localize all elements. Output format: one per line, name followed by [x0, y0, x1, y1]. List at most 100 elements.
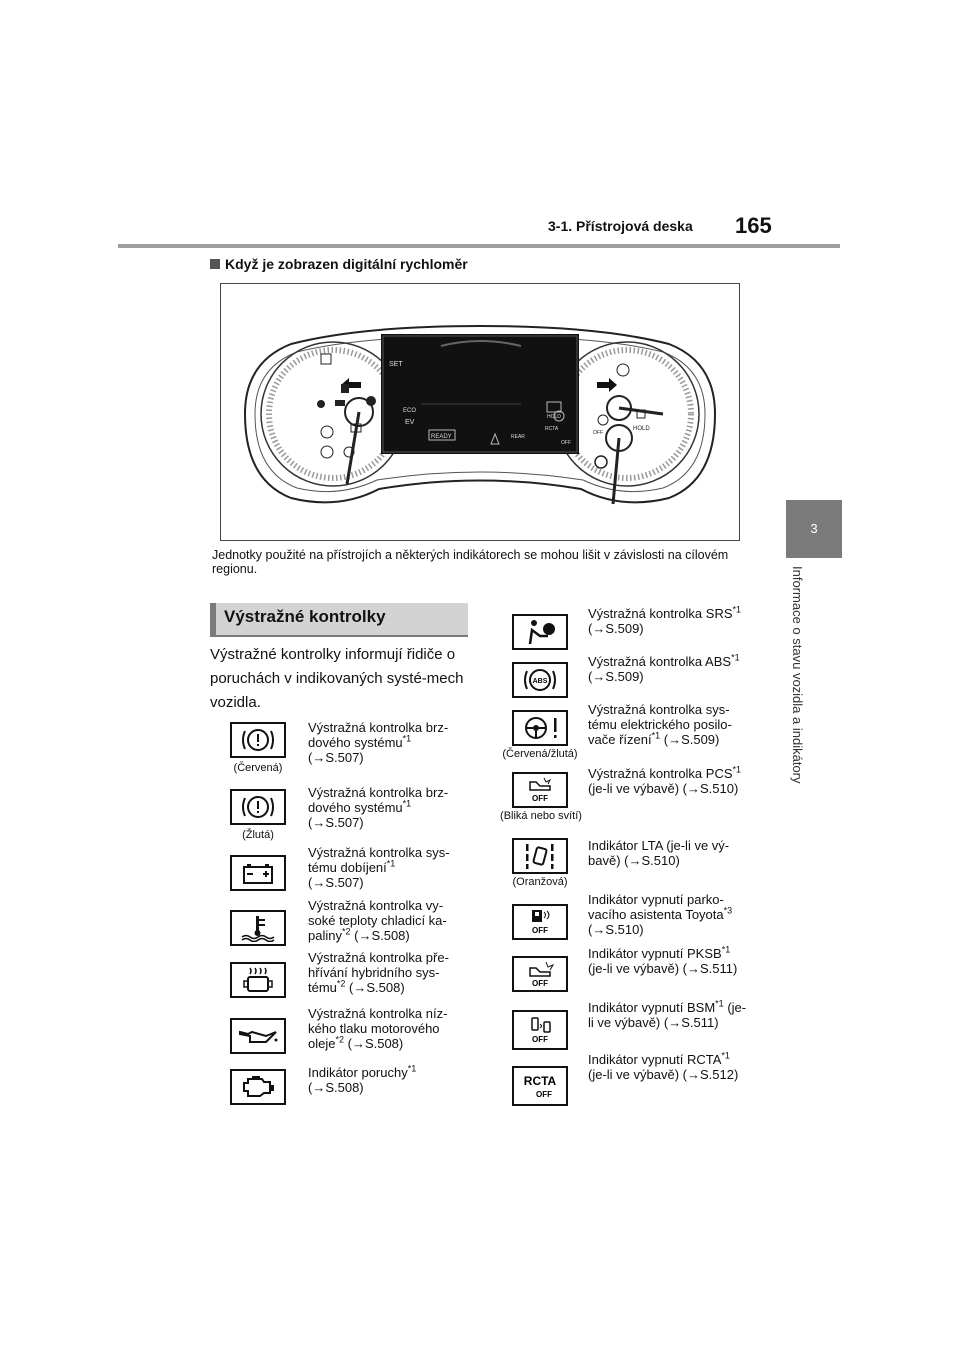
footnote-marker: *1: [732, 764, 742, 775]
item-description: Výstražná kontrolka níz-kého tlaku motor…: [308, 1006, 468, 1051]
footnote-marker: *3: [723, 905, 733, 916]
item-text: Indikátor vypnutí BSM: [588, 1000, 716, 1015]
page-reference: (→S.508): [349, 980, 405, 995]
parking-assist-off-icon: OFF: [512, 904, 568, 940]
footnote-marker: *1: [731, 652, 740, 663]
dial-label-off: OFF: [593, 430, 603, 436]
power-steering-icon: [512, 710, 568, 746]
item-text: Indikátor poruchy: [308, 1065, 408, 1080]
off-icon-label: OFF: [532, 794, 548, 803]
footnote-marker: *1: [721, 944, 731, 955]
item-description: Indikátor vypnutí RCTA*1 (je-li ve výbav…: [588, 1050, 748, 1082]
page-reference: (je-li ve výbavě) (→S.510): [588, 781, 739, 796]
item-description: Výstražná kontrolka pře-hřívání hybridní…: [308, 950, 468, 995]
battery-icon: [230, 855, 286, 891]
page-reference: (→S.509): [588, 621, 644, 636]
item-text: Indikátor vypnutí parko-vacího asistenta…: [588, 892, 724, 922]
lta-icon: [512, 838, 568, 874]
item-text: Výstražná kontrolka sys-tému elektrickéh…: [588, 702, 732, 747]
item-description: Výstražná kontrolka sys-tému elektrickéh…: [588, 702, 748, 747]
instrument-cluster-figure: SET ECO EV READY REAR RCTA OFF HOLD OFF …: [220, 283, 740, 541]
screen-label-ready: READY: [431, 434, 452, 440]
footnote-marker: *1: [721, 1050, 730, 1061]
item-description: Výstražná kontrolka PCS*1 (je-li ve výba…: [588, 764, 748, 796]
screen-label-eco: ECO: [403, 408, 416, 414]
item-caption: (Oranžová): [512, 876, 568, 888]
page-reference: (→S.507): [308, 815, 364, 830]
item-text: Výstražná kontrolka brz-dového systému: [308, 785, 449, 815]
footnote-marker: *1: [715, 998, 724, 1009]
footnote-marker: *1: [386, 858, 396, 869]
page-reference: (→S.508): [308, 1080, 364, 1095]
check-engine-icon: [230, 1069, 286, 1105]
square-bullet-icon: [210, 259, 220, 269]
screen-label-set: SET: [389, 361, 403, 368]
footnote-marker: *2: [335, 1034, 344, 1045]
screen-label-rear: REAR: [511, 434, 525, 440]
dial-label-hold: HOLD: [633, 426, 650, 432]
off-icon-label: OFF: [536, 1090, 552, 1099]
item-text: Indikátor LTA (je-li ve vý-bavě): [588, 838, 730, 868]
item-caption: (Červená): [233, 762, 283, 774]
hybrid-overheat-icon: [230, 962, 286, 998]
item-description: Indikátor vypnutí parko-vacího asistenta…: [588, 892, 748, 937]
bsm-off-icon: OFF: [512, 1010, 568, 1050]
brake-warning-icon: [230, 722, 286, 758]
srs-airbag-icon: [512, 614, 568, 650]
page-reference: (je-li ve výbavě) (→S.511): [588, 1000, 747, 1030]
off-icon-label: OFF: [532, 979, 548, 988]
screen-label-off: OFF: [561, 440, 571, 446]
item-description: Indikátor vypnutí BSM*1 (je-li ve výbavě…: [588, 998, 748, 1030]
footnote-marker: *1: [651, 730, 661, 741]
item-text: Výstražná kontrolka ABS: [588, 654, 732, 669]
screen-label-rcta: RCTA: [545, 426, 559, 432]
footnote-marker: *1: [402, 798, 412, 809]
item-description: Indikátor vypnutí PKSB*1 (je-li ve výbav…: [588, 944, 748, 976]
off-icon-label: OFF: [532, 926, 548, 935]
item-description: Indikátor poruchy*1 (→S.508): [308, 1063, 468, 1095]
abs-icon-label: ABS: [533, 678, 548, 685]
item-caption: (Červená/žlutá): [502, 748, 578, 760]
item-description: Výstražná kontrolka brz-dového systému*1…: [308, 720, 468, 765]
item-description: Výstražná kontrolka vy-soké teploty chla…: [308, 898, 468, 943]
item-text: Výstražná kontrolka PCS: [588, 766, 733, 781]
item-text: Indikátor vypnutí RCTA: [588, 1052, 722, 1067]
pcs-off-icon: OFF: [512, 772, 568, 808]
item-description: Výstražná kontrolka sys-tému dobíjení*1 (…: [308, 845, 468, 890]
page-reference: (je-li ve výbavě) (→S.512): [588, 1067, 739, 1082]
page-number: 165: [735, 213, 772, 238]
item-text: Indikátor vypnutí PKSB: [588, 946, 722, 961]
section-header-bar: [210, 603, 468, 635]
page-reference: (→S.508): [347, 1036, 404, 1051]
screen-label-ev: EV: [405, 419, 415, 426]
section-title-header: 3-1. Přístrojová deska: [548, 218, 693, 234]
item-text: Výstražná kontrolka sys-tému dobíjení: [308, 845, 450, 875]
item-caption: (Bliká nebo svítí): [500, 810, 582, 822]
item-text: Výstražná kontrolka vy-soké teploty chla…: [308, 898, 447, 943]
page-reference: (→S.509): [588, 669, 644, 684]
item-description: Indikátor LTA (je-li ve vý-bavě) (→S.510…: [588, 838, 748, 868]
subheading-text: Když je zobrazen digitální rychloměr: [225, 256, 468, 272]
header-divider: [118, 244, 840, 248]
page-reference: (→S.507): [308, 875, 364, 890]
footnote-marker: *1: [407, 1063, 417, 1074]
subheading: Když je zobrazen digitální rychloměr: [210, 256, 468, 272]
page-reference: (→S.510): [624, 853, 680, 868]
footnote-marker: *2: [336, 978, 346, 989]
page-reference: (→S.509): [663, 732, 720, 747]
coolant-temperature-icon: [230, 910, 286, 946]
oil-pressure-icon: [230, 1018, 286, 1054]
chapter-title-vertical: Informace o stavu vozidla a indikátory: [790, 566, 805, 784]
item-text: Výstražná kontrolka SRS: [588, 606, 733, 621]
page-reference: (→S.510): [588, 922, 644, 937]
abs-icon: ABS: [512, 662, 568, 698]
item-text: Výstražná kontrolka pře-hřívání hybridní…: [308, 950, 449, 995]
off-icon-label: OFF: [532, 1035, 548, 1044]
item-text: Výstražná kontrolka brz-dového systému: [308, 720, 449, 750]
footnote-marker: *1: [732, 604, 742, 615]
item-text: Výstražná kontrolka níz-kého tlaku motor…: [308, 1006, 448, 1051]
page-reference: (→S.507): [308, 750, 364, 765]
brake-warning-icon: [230, 789, 286, 825]
item-description: Výstražná kontrolka SRS*1 (→S.509): [588, 604, 748, 636]
footnote-marker: *1: [402, 733, 412, 744]
